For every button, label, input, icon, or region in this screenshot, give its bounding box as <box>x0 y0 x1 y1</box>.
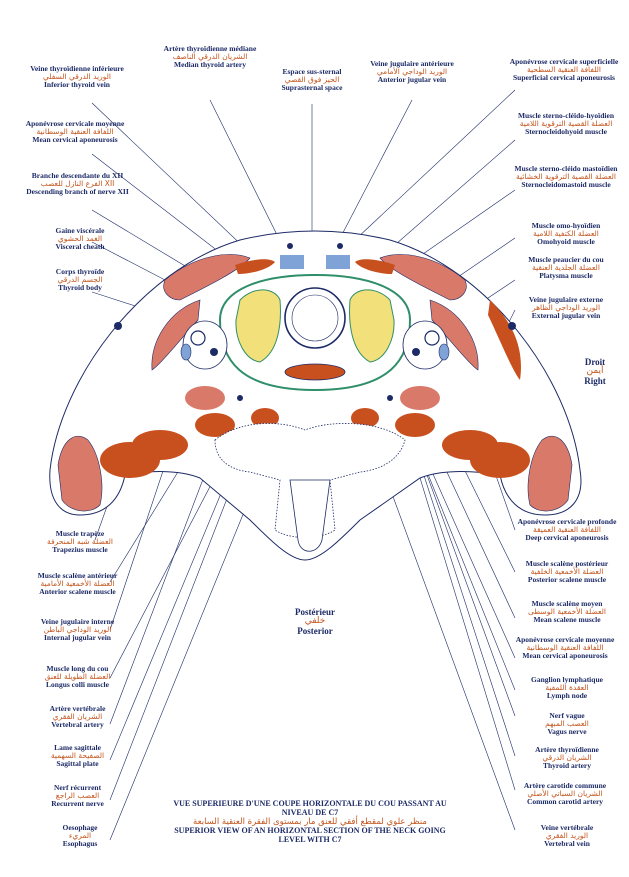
label-mean-cervical-aponeurosis-top: Aponévrose cervicale moyenne اللفافة الع… <box>15 120 135 144</box>
label-superficial-aponeurosis: Aponévrose cervicale superficielle اللفا… <box>505 58 623 82</box>
label-internal-jugular: Veine jugulaire interne الوريد الوداجي ا… <box>10 618 145 642</box>
label-trapezius: Muscle trapèze العضلة شبه المنحرفة Trape… <box>25 530 135 554</box>
label-esophagus: Oesophage المريء Esophagus <box>30 824 130 848</box>
anterior-jugular-left <box>287 243 293 249</box>
label-en: Platysma muscle <box>510 272 622 280</box>
label-en: Vagus nerve <box>510 728 624 736</box>
label-en: Vertebral vein <box>510 840 624 848</box>
label-en: Deep cervical aponeurosis <box>510 534 624 542</box>
label-en: Anterior scalene muscle <box>10 588 145 596</box>
label-en: Lymph node <box>510 692 624 700</box>
label-en: Longus colli muscle <box>15 681 140 689</box>
label-suprasternal-space: Espace sus-sternal الحيز فوق القصي Supra… <box>262 68 362 92</box>
label-en: Median thyroid artery <box>160 61 260 69</box>
label-vertebral-vein: Veine vertébrale الوريد الفقري Vertebral… <box>510 824 624 848</box>
orientation-en: Right <box>575 377 615 386</box>
label-en: External jugular vein <box>510 312 622 320</box>
label-anterior-jugular-vein: Veine jugulaire antérieure الوريد الوداج… <box>362 60 462 84</box>
label-en: Omohyoid muscle <box>510 238 622 246</box>
label-platysma: Muscle peaucier du cou العضلة الجلدية ال… <box>510 256 622 280</box>
label-en: Mean scalene muscle <box>510 616 624 624</box>
label-posterior-scalene: Muscle scalène postérieur العضلة الأخمعي… <box>510 560 624 584</box>
anterior-jugular-right <box>337 243 343 249</box>
label-lymph-node: Ganglion lymphatique العقدة اللمفية Lymp… <box>510 676 624 700</box>
label-en: Thyroid artery <box>510 762 624 770</box>
label-mean-scalene: Muscle scalène moyen العضلة الأخمعية الو… <box>510 600 624 624</box>
label-en: Sagittal plate <box>20 760 135 768</box>
orientation-right: Droit أيمن Right <box>575 358 615 386</box>
label-en: Sternocleidomastoid muscle <box>510 181 622 189</box>
label-descending-branch-xii: Branche descendante du XII الفرع النازل … <box>10 172 145 196</box>
esophagus-shape <box>285 364 345 380</box>
label-en: Anterior jugular vein <box>362 76 462 84</box>
label-en: Thyroid body <box>30 284 130 292</box>
omohyoid-left <box>280 255 304 269</box>
label-en: Internal jugular vein <box>10 634 145 642</box>
scalene-pink-left <box>185 386 225 410</box>
label-sagittal-plate: Lame sagittale الصفيحة السهمية Sagittal … <box>20 744 135 768</box>
title-fr: VUE SUPERIEURE D'UNE COUPE HORIZONTALE D… <box>160 800 460 818</box>
label-deep-aponeurosis: Aponévrose cervicale profonde اللفافة ال… <box>510 518 624 542</box>
label-external-jugular: Veine jugulaire externe الوريد الوداجي ا… <box>510 296 622 320</box>
label-vagus-nerve: Nerf vague العصب المبهم Vagus nerve <box>510 712 624 736</box>
external-jugular-right <box>508 322 516 330</box>
figure-title: VUE SUPERIEURE D'UNE COUPE HORIZONTALE D… <box>160 800 460 845</box>
label-thyroid-artery: Artère thyroïdienne الشريان الدرقي Thyro… <box>510 746 624 770</box>
label-common-carotid: Artère carotide commune الشريان السباتي … <box>505 782 625 806</box>
orientation-en: Posterior <box>270 627 360 636</box>
posterior-muscle-right-3 <box>470 442 530 478</box>
label-en: Suprasternal space <box>262 84 362 92</box>
label-sternocleidomastoid: Muscle sterno-cléido mastoïdien العضلة ا… <box>510 165 622 189</box>
label-en: Inferior thyroid vein <box>22 81 132 89</box>
label-mean-cervical-aponeurosis-bottom: Aponévrose cervicale moyenne اللفافة الع… <box>505 636 625 660</box>
label-en: Sternocleidohyoid muscle <box>510 128 622 136</box>
posterior-muscle-right-2 <box>395 413 435 437</box>
label-en: Visceral cheath <box>30 243 130 251</box>
posterior-muscle-left-3 <box>100 442 160 478</box>
label-anterior-scalene: Muscle scalène antérieur العضلة الأخمعية… <box>10 572 145 596</box>
label-sternocleidohyoid: Muscle sterno-cléido-hyoïdien العضلة الق… <box>510 112 622 136</box>
vertebral-vessel-right <box>387 395 393 401</box>
label-en: Descending branch of nerve XII <box>10 188 145 196</box>
label-longus-colli: Muscle long du cou العضلة الطويلة للعنق … <box>15 665 140 689</box>
label-en: Mean cervical aponeurosis <box>505 652 625 660</box>
label-visceral-sheath: Gaine viscérale الغمد الحشوي Visceral ch… <box>30 227 130 251</box>
label-en: Esophagus <box>30 840 130 848</box>
scalene-pink-right <box>400 386 440 410</box>
label-vertebral-artery: Artère vertébrale الشريان الفقري Vertebr… <box>20 705 135 729</box>
label-recurrent-nerve: Nerf récurrent العصب الراجع Recurrent ne… <box>20 784 135 808</box>
vertebral-vessel-left <box>237 395 243 401</box>
label-en: Recurrent nerve <box>20 800 135 808</box>
label-inferior-thyroid-vein: Veine thyroïdienne inférieure الوريد الد… <box>22 65 132 89</box>
external-jugular-left <box>114 322 122 330</box>
label-en: Vertebral artery <box>20 721 135 729</box>
orientation-posterior: Postérieur خلفي Posterior <box>270 608 360 636</box>
label-thyroid-body: Corps thyroïde الجسم الدرقي Thyroid body <box>30 268 130 292</box>
label-en: Common carotid artery <box>505 798 625 806</box>
label-en: Posterior scalene muscle <box>510 576 624 584</box>
label-median-thyroid-artery: Artère thyroïdienne médiane الشريان الدر… <box>160 45 260 69</box>
title-en: SUPERIOR VIEW OF AN HORIZONTAL SECTION O… <box>160 827 460 845</box>
label-en: Trapezius muscle <box>25 546 135 554</box>
label-en: Mean cervical aponeurosis <box>15 136 135 144</box>
omohyoid-right <box>326 255 350 269</box>
label-en: Superficial cervical aponeurosis <box>505 74 623 82</box>
trachea-lumen <box>292 295 338 341</box>
label-omohyoid: Muscle omo-hyoïdien العضلة الكتفية اللام… <box>510 222 622 246</box>
